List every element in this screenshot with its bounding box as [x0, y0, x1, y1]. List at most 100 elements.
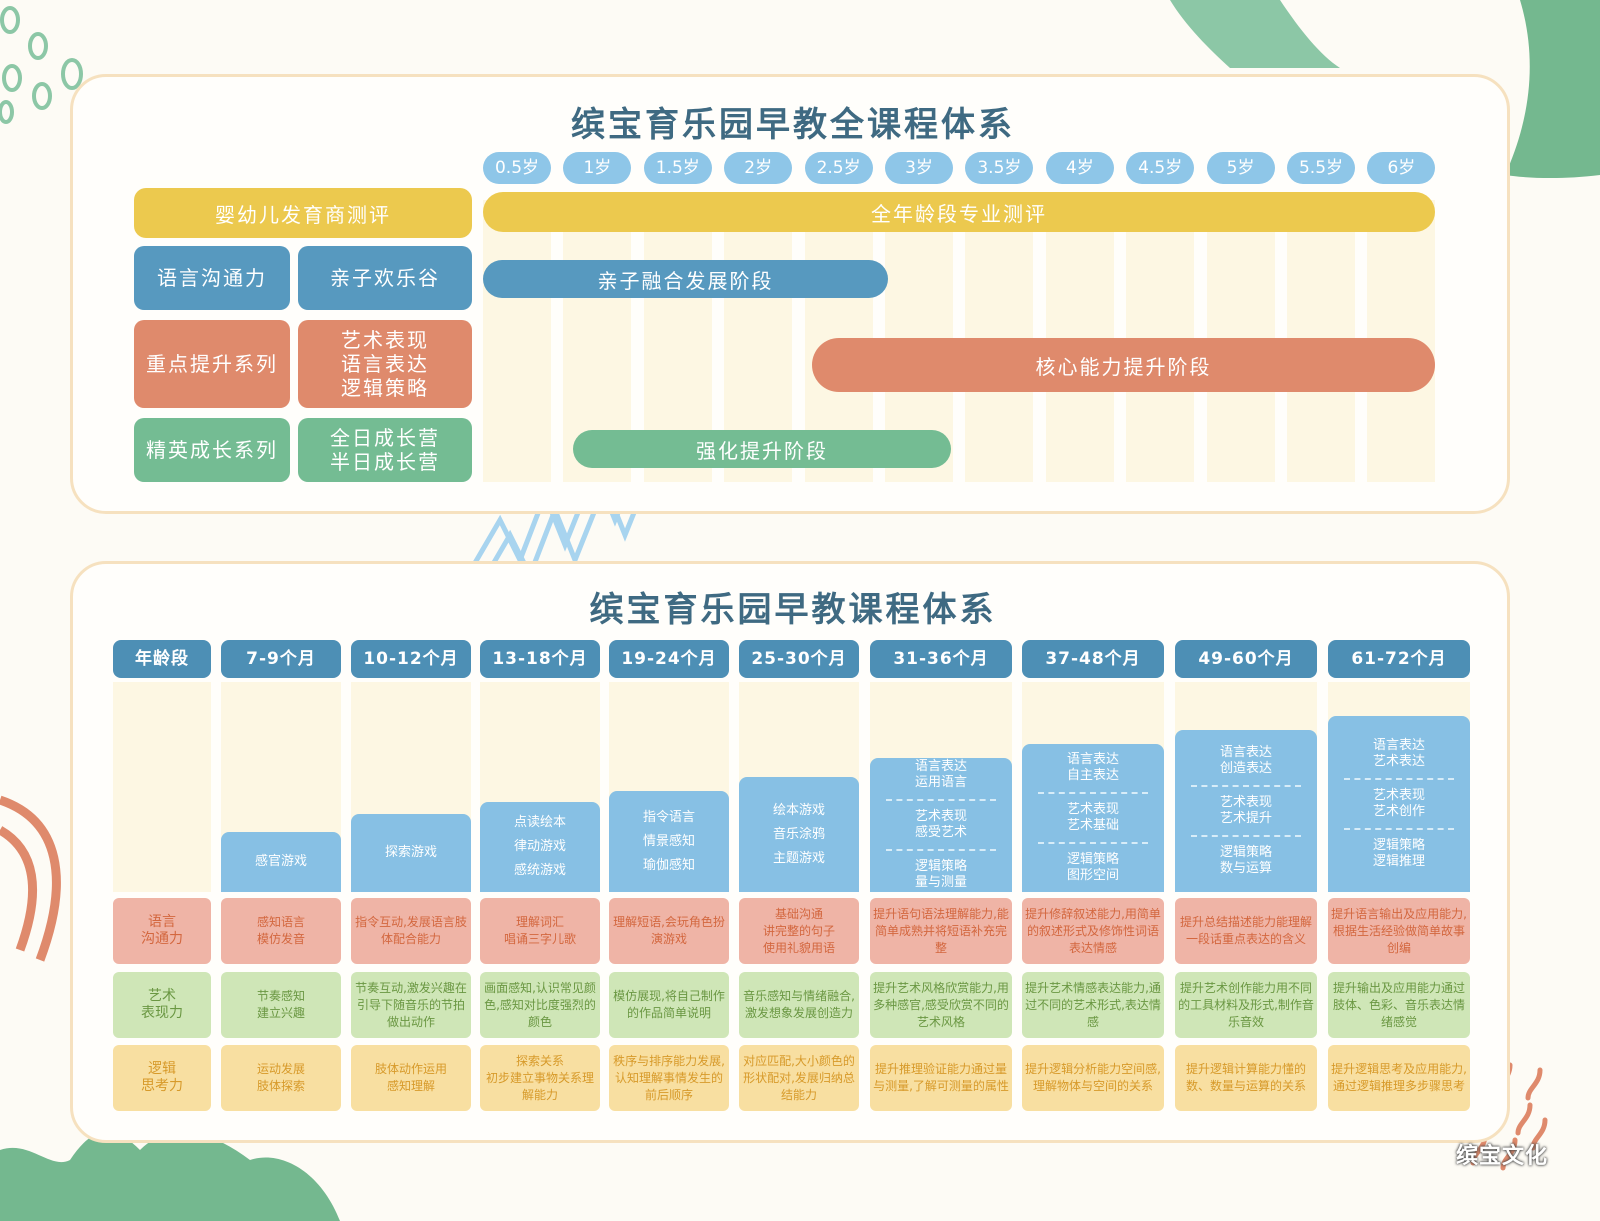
text-line: 全日成长营 — [330, 426, 440, 450]
art-cell: 提升艺术创作能力用不同的工具材料及形式,制作音乐音效 — [1175, 972, 1317, 1038]
language-cell: 提升总结描述能力能理解一段话重点表达的含义 — [1175, 898, 1317, 964]
topic-group: 语言表达创造表达 — [1220, 745, 1272, 777]
course-topics: 语言表达创造表达艺术表现艺术提升逻辑策略数与运算 — [1175, 730, 1317, 892]
topic-line: 律动游戏 — [513, 839, 566, 854]
mountain-shape — [0, 1131, 340, 1221]
dashed-divider — [1190, 785, 1302, 787]
age-range-header: 25-30个月 — [739, 640, 859, 678]
language-cell: 提升语言输出及应用能力,根据生活经验做简单故事创编 — [1328, 898, 1470, 964]
dashed-divider — [1343, 778, 1455, 780]
topic-line: 语言表达 — [1219, 745, 1272, 760]
age-range-header: 10-12个月 — [351, 640, 471, 678]
topic-line: 感受艺术 — [914, 825, 967, 840]
topic-line: 艺术表达 — [1372, 754, 1425, 769]
course-topics: 语言表达艺术表达艺术表现艺术创作逻辑策略逻辑推理 — [1328, 716, 1470, 892]
language-label: 语言 沟通力 — [113, 898, 211, 964]
topic-group: 语言表达自主表达 — [1067, 752, 1119, 784]
topic-line: 逻辑策略 — [1372, 838, 1425, 853]
logic-cell: 提升推理验证能力通过量与测量,了解可测量的属性 — [870, 1045, 1012, 1111]
topic-line: 图形空间 — [1066, 868, 1119, 883]
art-cell: 音乐感知与情绪融合,激发想象发展创造力 — [739, 972, 859, 1038]
dashed-divider — [1343, 828, 1455, 830]
language-cell: 指令互动,发展语言肢体配合能力 — [351, 898, 471, 964]
age-label: 3.5岁 — [965, 152, 1034, 184]
dashed-divider — [1037, 842, 1149, 844]
topic-group: 逻辑策略逻辑推理 — [1373, 838, 1425, 870]
topic-group: 点读绘本律动游戏感统游戏 — [514, 811, 566, 883]
droplet-icon — [0, 6, 83, 124]
topic-line: 艺术表现 — [1372, 788, 1425, 803]
topic-group: 绘本游戏音乐涂鸦主题游戏 — [773, 799, 825, 871]
logic-cell: 提升逻辑思考及应用能力,通过逻辑推理多步骤思考 — [1328, 1045, 1470, 1111]
art-cell: 节奏互动,激发兴趣在引导下随音乐的节拍做出动作 — [351, 972, 471, 1038]
age-label: 1岁 — [563, 152, 632, 184]
topic-group: 逻辑策略量与测量 — [915, 859, 967, 891]
leaf-shape — [1505, 0, 1600, 179]
logic-cell: 探索关系 初步建立事物关系理解能力 — [480, 1045, 600, 1111]
key-series-label: 重点提升系列 — [134, 320, 290, 408]
topic-group: 逻辑策略数与运算 — [1220, 845, 1272, 877]
age-label: 2岁 — [724, 152, 793, 184]
topic-line: 语言表达 — [1372, 738, 1425, 753]
age-range-header: 49-60个月 — [1175, 640, 1317, 678]
dashed-divider — [1037, 792, 1149, 794]
age-range-header: 61-72个月 — [1328, 640, 1470, 678]
age-range-header: 31-36个月 — [870, 640, 1012, 678]
age-label: 5岁 — [1206, 152, 1275, 184]
parent-child-label: 亲子欢乐谷 — [298, 246, 472, 310]
course-topics: 语言表达运用语言艺术表现感受艺术逻辑策略量与测量 — [870, 758, 1012, 892]
topic-group: 语言表达运用语言 — [915, 759, 967, 791]
topic-group: 感官游戏 — [255, 850, 307, 874]
age-label: 3岁 — [885, 152, 953, 184]
logic-cell: 提升逻辑分析能力空间感,理解物体与空间的关系 — [1022, 1045, 1164, 1111]
language-cell: 理解词汇 唱诵三字儿歌 — [480, 898, 600, 964]
topic-line: 艺术表现 — [914, 809, 967, 824]
dashed-divider — [885, 849, 997, 851]
stage-core-ability: 核心能力提升阶段 — [812, 338, 1435, 392]
age-header: 年龄段 — [113, 640, 211, 678]
age-label: 6岁 — [1367, 152, 1436, 184]
course-topics: 指令语言情景感知瑜伽感知 — [609, 791, 729, 892]
dashed-divider — [885, 799, 997, 801]
language-cell: 提升语句语法理解能力,能简单成熟并将短语补充完整 — [870, 898, 1012, 964]
age-range-header: 37-48个月 — [1022, 640, 1164, 678]
brand-watermark: 缤宝文化 — [1455, 1144, 1548, 1169]
topic-line: 逻辑策略 — [914, 859, 967, 874]
art-cell: 提升艺术情感表达能力,通过不同的艺术形式,表达情感 — [1022, 972, 1164, 1038]
age-range-header: 13-18个月 — [480, 640, 600, 678]
topic-group: 指令语言情景感知瑜伽感知 — [643, 806, 695, 878]
topic-line: 点读绘本 — [513, 815, 566, 830]
art-cell: 提升艺术风格欣赏能力,用多种感官,感受欣赏不同的艺术风格 — [870, 972, 1012, 1038]
stage-parent-child: 亲子融合发展阶段 — [483, 260, 888, 298]
art-cell: 画面感知,认识常见颜色,感知对比度强烈的颜色 — [480, 972, 600, 1038]
topic-group: 艺术表现艺术创作 — [1373, 788, 1425, 820]
logic-label: 逻辑 思考力 — [113, 1045, 211, 1111]
topic-line: 感官游戏 — [254, 854, 307, 869]
age-range-header: 7-9个月 — [221, 640, 341, 678]
age-label: 5.5岁 — [1287, 152, 1355, 184]
language-cell: 理解短语,会玩角色扮演游戏 — [609, 898, 729, 964]
logic-cell: 对应匹配,大小颜色的形状配对,发展归纳总结能力 — [739, 1045, 859, 1111]
topic-line: 逻辑策略 — [1219, 845, 1272, 860]
text-line: 逻辑策略 — [341, 376, 429, 400]
topic-line: 运用语言 — [914, 775, 967, 790]
language-series-label: 语言沟通力 — [134, 246, 290, 310]
language-cell: 感知语言 模仿发音 — [221, 898, 341, 964]
art-cell: 节奏感知 建立兴趣 — [221, 972, 341, 1038]
stage-assessment: 全年龄段专业测评 — [483, 192, 1435, 232]
assessment-label: 婴幼儿发育商测评 — [134, 188, 472, 238]
topic-line: 艺术表现 — [1219, 795, 1272, 810]
topic-line: 量与测量 — [914, 875, 967, 890]
topic-line: 感统游戏 — [513, 863, 566, 878]
topic-line: 绘本游戏 — [772, 802, 825, 818]
topic-line: 创造表达 — [1219, 761, 1272, 776]
topic-line: 指令语言 — [642, 809, 695, 825]
age-label: 4岁 — [1045, 152, 1114, 184]
topic-group: 艺术表现艺术提升 — [1220, 795, 1272, 827]
key-series-detail: 艺术表现语言表达逻辑策略 — [298, 320, 472, 408]
topic-group: 探索游戏 — [385, 841, 437, 865]
dashed-divider — [1190, 835, 1302, 837]
text-line: 艺术表现 — [341, 328, 429, 352]
stage-intensive: 强化提升阶段 — [573, 430, 951, 468]
